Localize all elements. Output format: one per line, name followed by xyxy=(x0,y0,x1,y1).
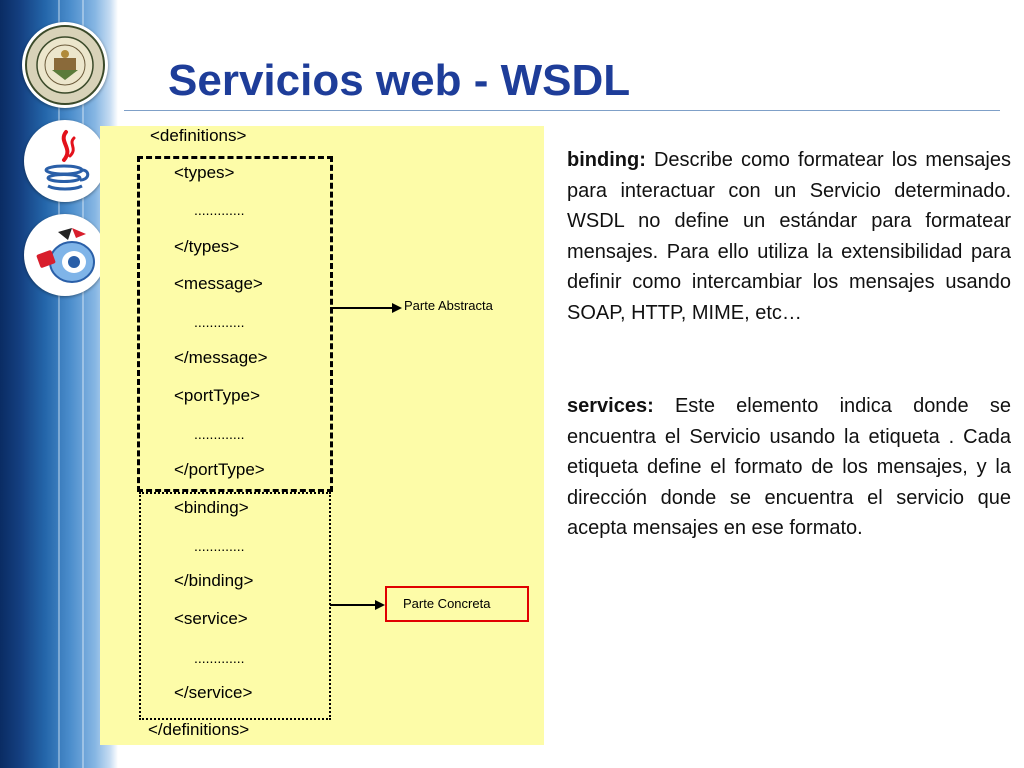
message-dots: ............. xyxy=(194,314,245,330)
message-open-tag: <message> xyxy=(174,274,263,293)
services-description: Este elemento indica donde se encuentra … xyxy=(567,395,1011,539)
service-dots: ............. xyxy=(194,650,245,666)
types-open-tag: <types> xyxy=(174,163,235,182)
services-term: services: xyxy=(567,395,654,417)
concrete-label-box xyxy=(385,586,529,622)
types-close-tag: </types> xyxy=(174,237,240,256)
abstract-part-box xyxy=(137,156,333,492)
sidebar-stripe xyxy=(58,0,60,768)
porttype-close-tag: </portType> xyxy=(174,460,265,479)
netbeans-logo-icon xyxy=(24,214,106,296)
services-paragraph: services: Este elemento indica donde se … xyxy=(567,391,1011,544)
university-seal-icon xyxy=(22,22,108,108)
binding-open-tag: <binding> xyxy=(174,498,249,517)
title-divider xyxy=(124,110,1000,111)
service-open-tag: <service> xyxy=(174,609,248,628)
porttype-dots: ............. xyxy=(194,426,245,442)
message-close-tag: </message> xyxy=(174,348,268,367)
binding-dots: ............. xyxy=(194,538,245,554)
service-close-tag: </service> xyxy=(174,683,253,702)
concrete-arrowhead xyxy=(375,600,385,610)
sidebar-stripe xyxy=(82,0,84,768)
concrete-part-label: Parte Concreta xyxy=(403,596,491,611)
abstract-part-label: Parte Abstracta xyxy=(404,298,493,313)
page-title: Servicios web - WSDL xyxy=(168,56,631,105)
porttype-open-tag: <portType> xyxy=(174,386,261,405)
definitions-close-tag: </definitions> xyxy=(148,720,250,739)
binding-term: binding: xyxy=(567,149,646,171)
java-logo-icon xyxy=(24,120,106,202)
diagram-arrows xyxy=(330,303,402,610)
abstract-arrowhead xyxy=(392,303,402,313)
wsdl-structure-diagram: <definitions> <types> ............. </ty… xyxy=(100,126,544,745)
binding-close-tag: </binding> xyxy=(174,571,254,590)
binding-paragraph: binding: Describe como formatear los men… xyxy=(567,145,1011,328)
definitions-open-tag: <definitions> xyxy=(150,126,247,145)
types-dots: ............. xyxy=(194,202,245,218)
binding-description: Describe como formatear los mensajes par… xyxy=(567,149,1011,324)
